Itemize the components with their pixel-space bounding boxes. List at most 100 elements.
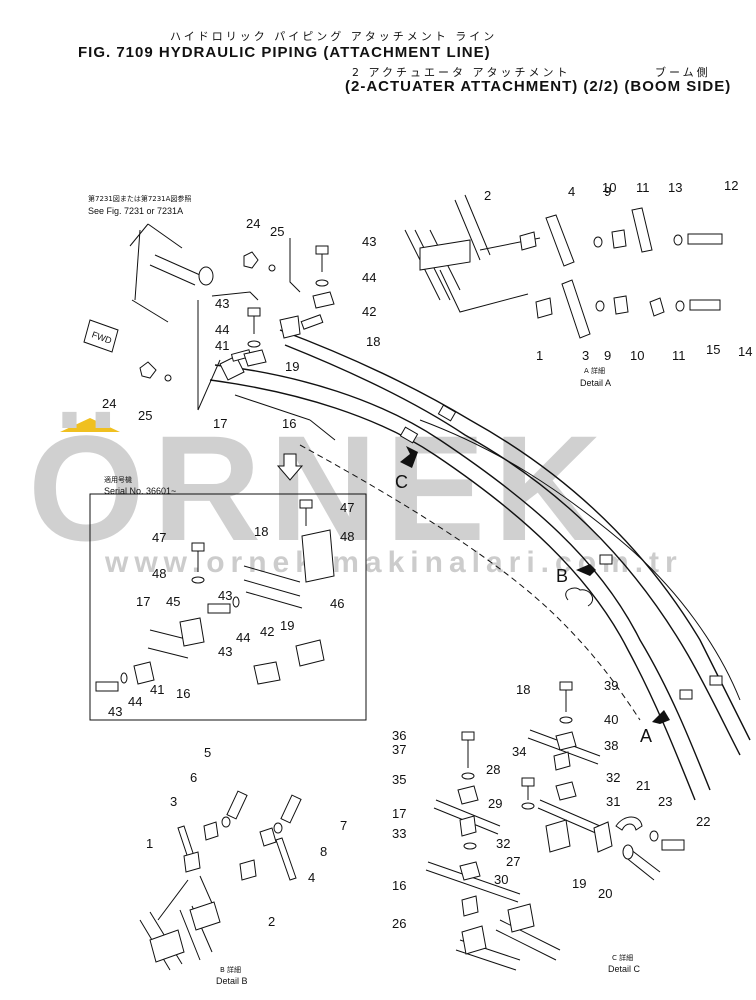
callout-number: 26 xyxy=(392,916,406,931)
detail-c: C 詳細 Detail C 36 18 39 40 38 37 34 35 28… xyxy=(392,678,710,974)
callout-number: 16 xyxy=(282,416,296,431)
pipe-clamp xyxy=(599,554,613,565)
callout-number: 10 xyxy=(602,180,616,195)
callout-number: 1 xyxy=(146,836,153,851)
plate xyxy=(312,291,335,309)
clamp xyxy=(253,661,281,685)
detail-a-label: Detail A xyxy=(580,378,611,388)
callout-number: 41 xyxy=(215,338,229,353)
pipe-line-2 xyxy=(209,379,696,801)
leader xyxy=(234,394,311,421)
detail-b-clamp xyxy=(149,929,185,963)
fitting xyxy=(268,264,276,272)
callout-number: 19 xyxy=(280,618,294,633)
callout-number: 15 xyxy=(706,342,720,357)
callout-number: 5 xyxy=(204,745,211,760)
pipe-line-1 xyxy=(214,364,711,791)
callout-number: 34 xyxy=(512,744,526,759)
callout-number: 25 xyxy=(138,408,152,423)
plate xyxy=(275,837,297,881)
boom-edge xyxy=(419,419,741,701)
washer xyxy=(593,236,603,248)
clamp xyxy=(295,639,325,667)
callout-number: 24 xyxy=(102,396,116,411)
washer xyxy=(463,842,477,850)
clip xyxy=(615,816,643,831)
callout-number: 46 xyxy=(330,596,344,611)
section-mark xyxy=(565,587,593,607)
bolt-head xyxy=(315,245,329,255)
callout-number: 4 xyxy=(568,184,575,199)
washer xyxy=(559,716,573,724)
pipe-clamp xyxy=(399,426,419,444)
callout-number: 27 xyxy=(506,854,520,869)
detail-c-jp: C 詳細 xyxy=(612,953,633,962)
serial-pipes xyxy=(147,565,303,659)
pipe-clamp xyxy=(679,689,693,700)
plate xyxy=(555,781,577,801)
callout-number: 25 xyxy=(270,224,284,239)
callout-number: 19 xyxy=(285,359,299,374)
callout-number: 44 xyxy=(362,270,376,285)
bolt xyxy=(280,794,302,824)
detail-b-label: Detail B xyxy=(216,976,248,986)
washer xyxy=(595,300,605,312)
callout-number: 10 xyxy=(630,348,644,363)
callout-number: 1 xyxy=(536,348,543,363)
callout-number: 28 xyxy=(486,762,500,777)
washer xyxy=(232,596,240,608)
callout-number: 16 xyxy=(392,878,406,893)
main-callouts: 24 25 43 44 42 43 44 41 18 19 24 25 17 1… xyxy=(102,216,380,431)
callout-number: 12 xyxy=(724,178,738,193)
plate xyxy=(555,731,577,751)
hose-end xyxy=(198,266,214,286)
serial-label: Serial No. 36601~ xyxy=(104,486,176,496)
callout-number: 16 xyxy=(176,686,190,701)
leader xyxy=(309,419,336,441)
bolt xyxy=(687,233,723,245)
callout-number: 7 xyxy=(340,818,347,833)
callout-number: 44 xyxy=(128,694,142,709)
title-jp-line2b: ブーム側 xyxy=(655,66,711,79)
note-leader xyxy=(134,229,141,301)
callout-number: 20 xyxy=(598,886,612,901)
serial-box: 適用号機 Serial No. 36601~ 47 48 47 48 18 45… xyxy=(89,475,367,721)
callout-number: 8 xyxy=(320,844,327,859)
detail-c-label: Detail C xyxy=(608,964,641,974)
bolt-head xyxy=(521,777,535,787)
view-letter-c: C xyxy=(395,472,408,492)
callout-number: 4 xyxy=(308,870,315,885)
boom-piping-assembly: FWD xyxy=(83,223,751,801)
serial-jp: 適用号機 xyxy=(104,475,132,484)
view-letter-a: A xyxy=(640,726,652,746)
detail-c-lower-pipes xyxy=(455,919,561,971)
title-jp-line1: ハイドロリック パイピング アタッチメント ライン xyxy=(170,30,498,43)
title-jp-line2a: 2 アクチュエータ アタッチメント xyxy=(352,66,571,79)
detail-a-jp: A 詳細 xyxy=(584,366,605,375)
callout-number: 40 xyxy=(604,712,618,727)
plate xyxy=(649,297,665,317)
callout-number: 2 xyxy=(484,188,491,203)
washer xyxy=(315,279,329,287)
detail-b: B 詳細 Detail B 5 6 3 7 8 1 4 2 xyxy=(139,745,347,986)
pipe-line-4 xyxy=(284,344,741,756)
plate xyxy=(631,207,653,253)
clamp-half xyxy=(203,821,219,841)
watermark-accent xyxy=(60,418,120,432)
bolt xyxy=(226,790,248,820)
clamp-half xyxy=(239,859,257,881)
hose-stub-2 xyxy=(131,299,169,323)
serial-box-frame xyxy=(89,493,367,721)
callout-number: 48 xyxy=(152,566,166,581)
bolt-head xyxy=(461,731,475,741)
washer xyxy=(675,300,685,312)
clamp-half xyxy=(461,895,479,917)
callout-number: 43 xyxy=(218,644,232,659)
callout-number: 29 xyxy=(488,796,502,811)
callout-number: 11 xyxy=(672,348,686,363)
nut xyxy=(139,361,157,379)
pipe-clamp xyxy=(709,675,723,686)
callout-number: 9 xyxy=(604,348,611,363)
hose-stub xyxy=(149,254,201,286)
